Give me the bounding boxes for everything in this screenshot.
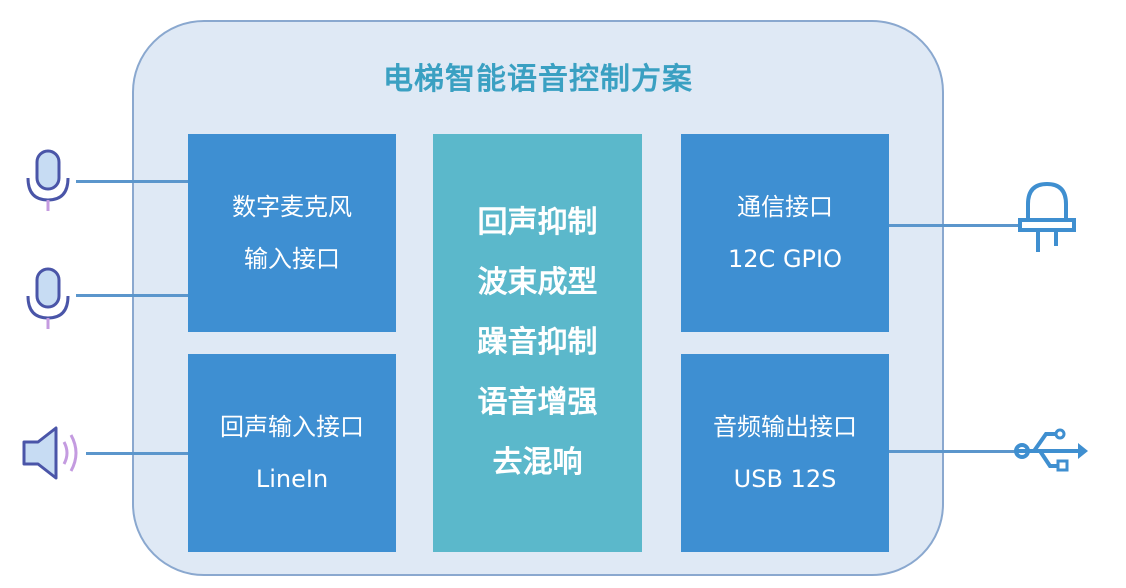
connector-line xyxy=(76,180,188,183)
communication-interface-box: 通信接口 12C GPIO xyxy=(681,134,889,332)
box-label-line2: 输入接口 xyxy=(244,245,340,273)
box-label-line2: 12C GPIO xyxy=(728,245,842,273)
box-label-line1: 数字麦克风 xyxy=(232,193,352,221)
box-label-line1: 音频输出接口 xyxy=(713,413,857,441)
processing-item: 波束成型 xyxy=(477,265,598,300)
microphone-icon xyxy=(26,267,70,329)
audio-output-box: 音频输出接口 USB 12S xyxy=(681,354,889,552)
connector-line xyxy=(76,294,188,297)
box-label-line2: LineIn xyxy=(255,465,329,493)
led-icon xyxy=(1018,181,1076,252)
box-label-line1: 回声输入接口 xyxy=(220,413,364,441)
microphone-icon xyxy=(26,149,70,211)
speaker-icon xyxy=(22,426,78,480)
connector-line xyxy=(889,450,1019,453)
connector-line xyxy=(889,224,1019,227)
processing-item: 回声抑制 xyxy=(477,205,598,240)
usb-icon xyxy=(1014,428,1088,472)
processing-item: 语音增强 xyxy=(477,385,598,420)
diagram-title: 电梯智能语音控制方案 xyxy=(383,62,693,97)
processing-item: 去混响 xyxy=(492,445,583,480)
box-label-line1: 通信接口 xyxy=(737,193,833,221)
digital-mic-input-box: 数字麦克风 输入接口 xyxy=(188,134,396,332)
echo-input-box: 回声输入接口 LineIn xyxy=(188,354,396,552)
processing-item: 躁音抑制 xyxy=(477,325,598,360)
box-label-line2: USB 12S xyxy=(733,465,837,493)
connector-line xyxy=(86,452,188,455)
processing-box: 回声抑制 波束成型 躁音抑制 语音增强 去混响 xyxy=(433,134,642,552)
